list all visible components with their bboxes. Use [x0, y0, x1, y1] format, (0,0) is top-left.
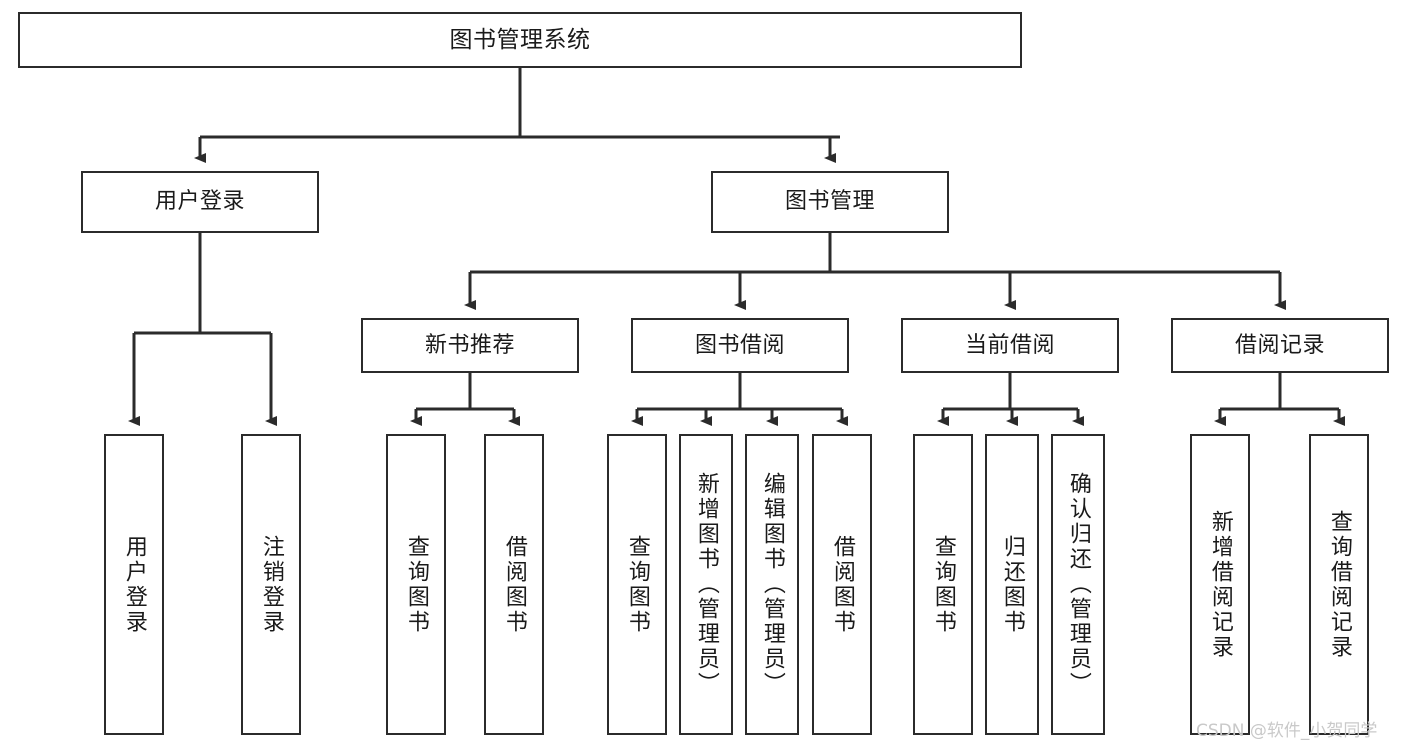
node-label: 确认归还（管理员） — [1065, 472, 1091, 697]
edge-group-borrow-record — [1214, 373, 1345, 426]
node-label: 借阅记录 — [1234, 332, 1325, 358]
node-label: 用户登录 — [121, 534, 147, 635]
node-leaf-query-borrow-record[interactable]: 查询借阅记录 — [1309, 434, 1369, 735]
node-label: 编辑图书（管理员） — [759, 472, 785, 697]
node-label: 图书借阅 — [694, 332, 785, 358]
node-label: 当前借阅 — [964, 332, 1055, 358]
node-leaf-logout[interactable]: 注销登录 — [241, 434, 301, 735]
node-leaf-return-book[interactable]: 归还图书 — [985, 434, 1039, 735]
node-book-management[interactable]: 图书管理 — [711, 171, 949, 233]
node-leaf-edit-book-admin[interactable]: 编辑图书（管理员） — [745, 434, 799, 735]
node-leaf-borrow-book[interactable]: 借阅图书 — [812, 434, 872, 735]
node-label: 新增借阅记录 — [1207, 509, 1233, 660]
node-leaf-query-book-recommend[interactable]: 查询图书 — [386, 434, 446, 735]
watermark-text: CSDN @软件_小贺同学 — [1196, 721, 1378, 741]
node-leaf-query-book-borrow[interactable]: 查询图书 — [607, 434, 667, 735]
node-leaf-add-book-admin[interactable]: 新增图书（管理员） — [679, 434, 733, 735]
node-label: 新书推荐 — [424, 332, 515, 358]
node-label: 图书管理 — [784, 189, 875, 215]
edge-group-root — [194, 68, 840, 163]
node-label: 借阅图书 — [501, 534, 527, 635]
node-label: 归还图书 — [999, 534, 1025, 635]
node-label: 用户登录 — [154, 189, 245, 215]
node-label: 注销登录 — [258, 534, 284, 635]
node-root-system[interactable]: 图书管理系统 — [18, 12, 1022, 68]
edge-group-book-borrow — [631, 373, 848, 426]
node-label: 图书管理系统 — [449, 26, 591, 53]
node-leaf-add-borrow-record[interactable]: 新增借阅记录 — [1190, 434, 1250, 735]
edge-group-current-borrow — [937, 373, 1084, 426]
node-leaf-user-login[interactable]: 用户登录 — [104, 434, 164, 735]
node-new-book-recommend[interactable]: 新书推荐 — [361, 318, 579, 373]
node-book-borrow[interactable]: 图书借阅 — [631, 318, 849, 373]
edge-group-new-book-recommend — [410, 373, 520, 426]
edge-group-book-management — [464, 233, 1286, 310]
node-label: 查询借阅记录 — [1326, 509, 1352, 660]
node-leaf-query-book-current[interactable]: 查询图书 — [913, 434, 973, 735]
node-borrow-record[interactable]: 借阅记录 — [1171, 318, 1389, 373]
node-leaf-borrow-book-recommend[interactable]: 借阅图书 — [484, 434, 544, 735]
node-current-borrow[interactable]: 当前借阅 — [901, 318, 1119, 373]
node-label: 查询图书 — [624, 534, 650, 635]
node-leaf-confirm-return-admin[interactable]: 确认归还（管理员） — [1051, 434, 1105, 735]
node-label: 查询图书 — [930, 534, 956, 635]
edge-group-user-login — [128, 233, 277, 426]
node-label: 借阅图书 — [829, 534, 855, 635]
node-label: 查询图书 — [403, 534, 429, 635]
node-label: 新增图书（管理员） — [693, 472, 719, 697]
node-user-login[interactable]: 用户登录 — [81, 171, 319, 233]
